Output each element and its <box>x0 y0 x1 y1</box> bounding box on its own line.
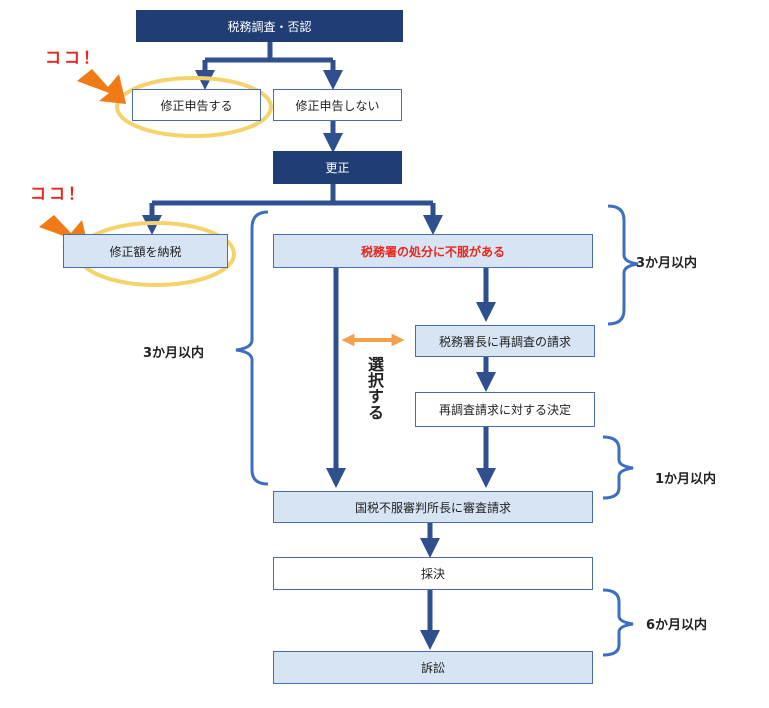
node-reinvestigation-request: 税務署長に再調査の請求 <box>415 325 595 357</box>
node-tribunal-request: 国税不服審判所長に審査請求 <box>273 491 593 523</box>
node-lawsuit: 訴訟 <box>273 651 593 684</box>
brace-right-1m <box>602 435 634 500</box>
node-no-amend-return: 修正申告しない <box>273 89 402 121</box>
node-amend-return: 修正申告する <box>132 89 261 121</box>
node-correction: 更正 <box>273 151 402 184</box>
node-tax-audit: 税務調査・否認 <box>136 10 403 42</box>
node-pay-amended: 修正額を納税 <box>63 234 228 268</box>
connector-audit-split <box>195 42 343 90</box>
within-6m-label: 6か月以内 <box>646 618 708 633</box>
koko-label-2: ココ！ <box>30 184 88 203</box>
highlight-ring-amend <box>115 76 273 138</box>
choose-label: 選択する <box>365 356 384 420</box>
within-3m-right-label: 3か月以内 <box>636 256 698 271</box>
connector-correction-split <box>142 184 443 235</box>
pointer-arrow-1 <box>77 69 126 104</box>
brace-right-3m <box>607 204 639 326</box>
node-reinvestigation-decision: 再調査請求に対する決定 <box>415 392 595 427</box>
node-objection: 税務署の処分に不服がある <box>273 234 593 268</box>
within-3m-left-label: 3か月以内 <box>143 346 205 361</box>
within-1m-label: 1か月以内 <box>655 472 717 487</box>
node-ruling: 採決 <box>273 557 593 590</box>
brace-left-3m <box>235 210 269 486</box>
koko-label-1: ココ！ <box>45 48 103 67</box>
brace-right-6m <box>602 588 634 657</box>
